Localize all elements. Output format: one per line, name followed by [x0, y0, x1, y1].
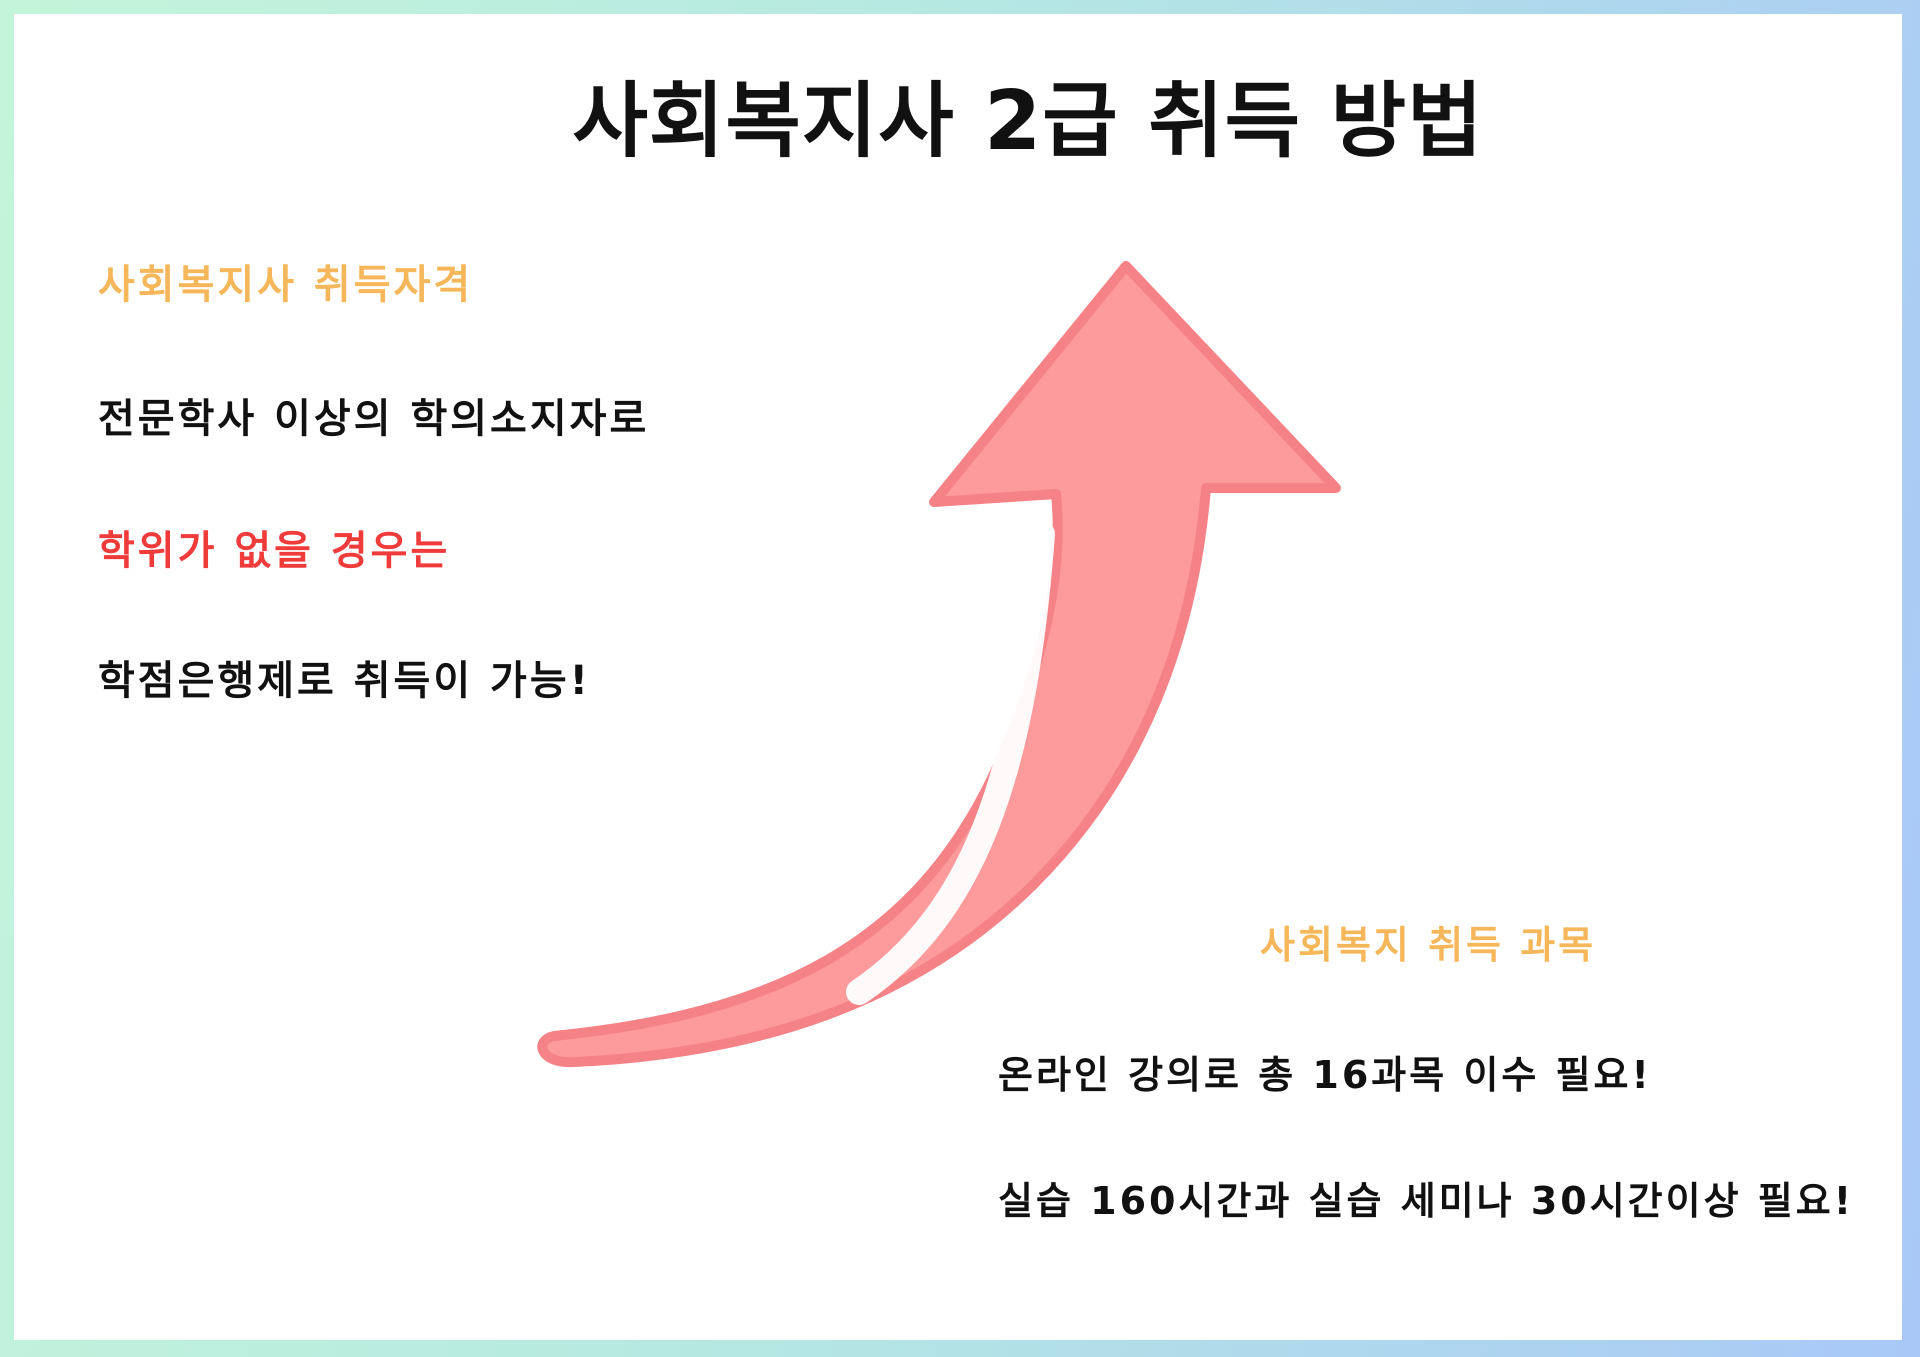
qualification-heading: 사회복지사 취득자격	[98, 262, 474, 308]
curved-up-arrow-icon	[537, 261, 1341, 1068]
subjects-heading: 사회복지 취득 과목	[1260, 923, 1597, 967]
qualification-text: 전문학사 이상의 학의소지자로	[98, 396, 650, 442]
page-title: 사회복지사 2급 취득 방법	[572, 74, 1484, 169]
no-degree-text: 학위가 없을 경우는	[98, 528, 451, 574]
credit-bank-text: 학점은행제로 취득이 가능!	[98, 658, 591, 704]
online-course-text: 온라인 강의로 총 16과목 이수 필요!	[998, 1053, 1652, 1097]
slide-card: 사회복지사 2급 취득 방법 사회복지사 취득자격 전문학사 이상의 학의소지자…	[14, 14, 1902, 1340]
practice-hours-text: 실습 160시간과 실습 세미나 30시간이상 필요!	[998, 1179, 1855, 1223]
